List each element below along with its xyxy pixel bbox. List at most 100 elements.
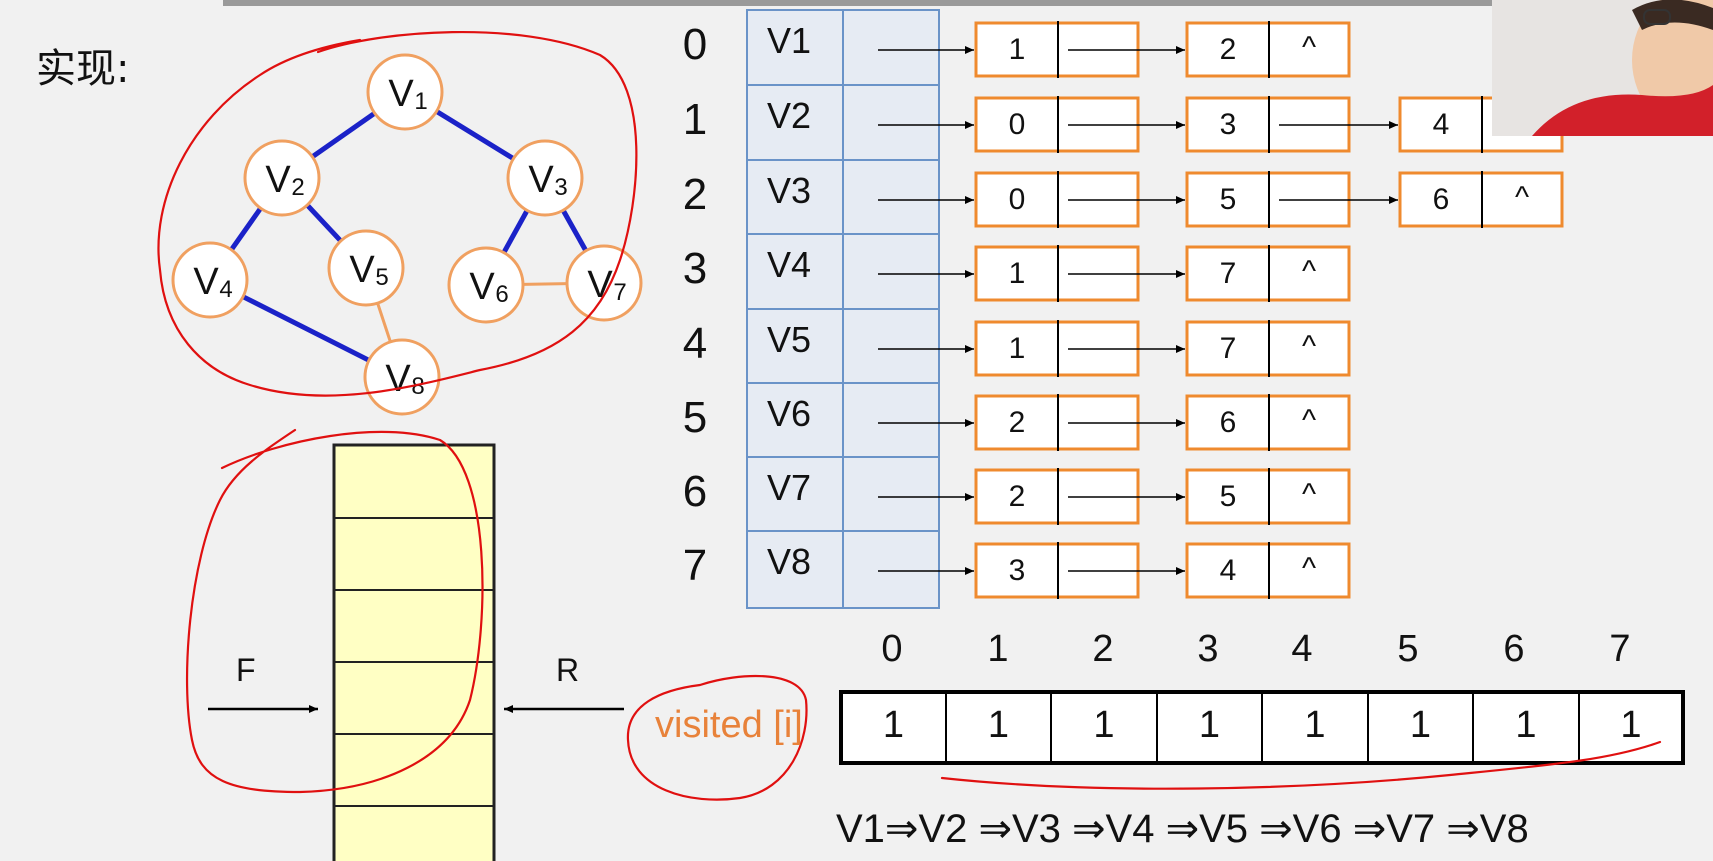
annotation-stroke-0: [157, 31, 638, 397]
graph-node-label: V: [528, 159, 554, 201]
visited-value-1: 1: [987, 704, 1010, 746]
vertex-table: [746, 9, 940, 609]
visited-index-3: 3: [1197, 628, 1219, 670]
visited-value-3: 1: [1198, 704, 1221, 746]
list-null-marker: ^: [1301, 255, 1317, 288]
graph-node-subscript: 8: [411, 373, 424, 400]
list-node-value: 1: [1008, 332, 1026, 365]
graph-edge-v4-v8: [241, 294, 371, 363]
vertex-cell-5: V6: [767, 393, 812, 434]
list-node-value: 1: [1008, 257, 1026, 290]
vertex-cell-4: V5: [767, 319, 812, 360]
vertex-cell-7: V8: [767, 541, 812, 582]
vertex-cell-2: V3: [767, 170, 812, 211]
visited-label: visited [i]: [655, 704, 803, 746]
vertex-cell-6: V7: [767, 467, 812, 508]
row-index-0: 0: [682, 20, 708, 69]
list-node-value: 6: [1432, 183, 1450, 216]
graph-node-subscript: 2: [291, 174, 304, 201]
graph-edge-v3-v7: [560, 209, 589, 252]
visited-value-2: 1: [1093, 704, 1115, 746]
annotation-stroke-3: [940, 740, 1662, 790]
row-index-7: 7: [682, 541, 708, 590]
list-node-value: 5: [1219, 480, 1237, 513]
queue-front-label: F: [236, 652, 256, 688]
visited-index-5: 5: [1397, 628, 1419, 670]
list-node-value: 2: [1008, 480, 1026, 513]
graph-node-subscript: 1: [414, 88, 427, 115]
list-node-value: 2: [1008, 406, 1026, 439]
graph-edge-v1-v3: [435, 109, 515, 161]
list-node-value: 6: [1219, 406, 1237, 439]
visited-array: [839, 690, 1685, 765]
graph-edge-v3-v6: [501, 209, 530, 254]
page-title: 实现:: [36, 46, 130, 92]
visited-index-6: 6: [1503, 628, 1525, 670]
visited-index-0: 0: [881, 628, 903, 670]
list-node-value: 2: [1219, 33, 1237, 66]
graph-edge-v6-v7: [522, 282, 568, 286]
list-null-marker: ^: [1301, 404, 1317, 437]
row-index-5: 5: [682, 393, 708, 442]
visited-value-7: 1: [1620, 704, 1642, 746]
top-scroll-bar: [223, 0, 1570, 6]
graph-node-label: V: [388, 73, 414, 115]
visited-index-2: 2: [1092, 628, 1114, 670]
list-node-value: 4: [1432, 108, 1450, 141]
graph-node-subscript: 5: [375, 264, 388, 291]
row-index-4: 4: [682, 319, 708, 368]
list-null-marker: ^: [1301, 330, 1317, 363]
graph-node-subscript: 6: [495, 281, 508, 308]
graph-node-subscript: 4: [219, 276, 232, 303]
row-index-6: 6: [682, 467, 708, 516]
list-null-marker: ^: [1301, 478, 1317, 511]
list-node-value: 3: [1219, 108, 1237, 141]
graph-node-subscript: 7: [613, 279, 626, 306]
list-node-value: 7: [1219, 332, 1237, 365]
annotation-stroke-1: [185, 428, 484, 794]
visited-value-4: 1: [1304, 704, 1326, 746]
list-node-value: 0: [1008, 183, 1026, 216]
queue-rear-label: R: [556, 652, 580, 688]
list-null-marker: ^: [1514, 181, 1530, 214]
graph-edge-v1-v2: [310, 111, 377, 159]
visited-value-5: 1: [1409, 704, 1432, 746]
hand-annotations: [157, 31, 1662, 801]
annotation-stroke-2: [626, 674, 808, 801]
graph-edges: [229, 109, 589, 363]
row-index-1: 1: [682, 95, 708, 144]
list-node-value: 0: [1008, 108, 1026, 141]
list-node-value: 4: [1219, 554, 1237, 587]
graph-edge-v2-v5: [305, 203, 343, 243]
list-node-value: 1: [1008, 33, 1026, 66]
traversal-order: V1⇒V2 ⇒V3 ⇒V4 ⇒V5 ⇒V6 ⇒V7 ⇒V8: [836, 807, 1529, 851]
visited-value-6: 1: [1515, 704, 1537, 746]
graph-node-label: V: [385, 358, 411, 400]
graph-edge-v5-v8: [376, 302, 392, 343]
row-index-3: 3: [682, 244, 708, 293]
list-node-value: 5: [1219, 183, 1237, 216]
vertex-cell-1: V2: [767, 95, 812, 136]
graph-node-label: V: [265, 159, 291, 201]
graph-node-label: V: [193, 261, 219, 303]
presenter-webcam: [1492, 0, 1713, 136]
vertex-cell-0: V1: [767, 20, 812, 61]
graph-node-label: V: [469, 266, 495, 308]
visited-index-4: 4: [1291, 628, 1313, 670]
adjacency-lists: [878, 21, 1564, 599]
visited-index-1: 1: [987, 628, 1009, 670]
row-index-2: 2: [682, 170, 708, 219]
graph-node-label: V: [349, 249, 375, 291]
visited-index-7: 7: [1609, 628, 1631, 670]
graph-edge-v2-v4: [229, 206, 263, 252]
